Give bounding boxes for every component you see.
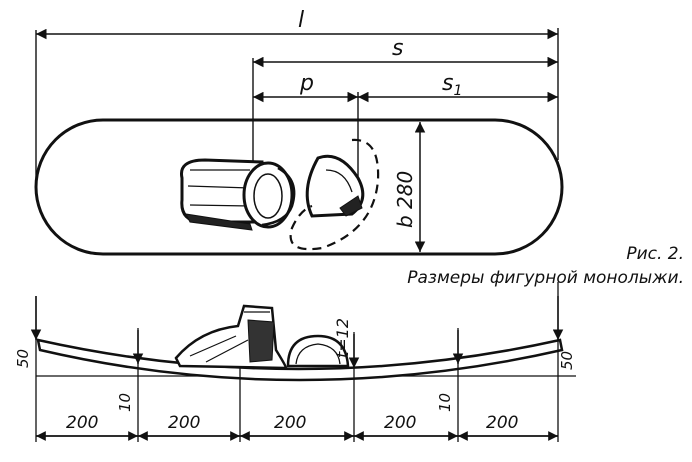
figure-label: Рис. 2. xyxy=(626,244,684,264)
label-inner-height-right: 10 xyxy=(436,393,454,412)
top-view-labels: l s p s1 b 280 xyxy=(298,8,462,228)
dim-label-s: s xyxy=(392,36,403,61)
segment-label-4: 200 xyxy=(384,413,416,433)
segment-label-2: 200 xyxy=(168,413,200,433)
label-thickness: t=12 xyxy=(333,318,352,358)
front-binding-side-icon xyxy=(286,334,350,368)
dim-label-s1: s1 xyxy=(442,71,462,99)
segment-label-3: 200 xyxy=(274,413,306,433)
label-inner-height-left: 10 xyxy=(116,393,134,412)
top-view xyxy=(34,28,564,256)
dim-label-l: l xyxy=(298,8,304,33)
label-end-height-right: 50 xyxy=(558,351,576,370)
rear-binding-side-icon xyxy=(174,304,288,370)
segment-label-1: 200 xyxy=(66,413,98,433)
dim-label-p: p xyxy=(299,71,314,96)
front-binding-icon xyxy=(289,138,380,251)
side-view xyxy=(30,282,576,442)
ski-outline-top xyxy=(34,118,564,256)
rear-binding-icon xyxy=(179,158,296,231)
dim-label-b: b 280 xyxy=(393,171,417,228)
side-view-labels: 50 50 10 10 t=12 200 200 200 200 200 xyxy=(14,318,576,433)
figure-title: Размеры фигурной монолыжи. xyxy=(407,268,684,288)
segment-label-5: 200 xyxy=(486,413,518,433)
label-end-height-left: 50 xyxy=(14,349,32,368)
